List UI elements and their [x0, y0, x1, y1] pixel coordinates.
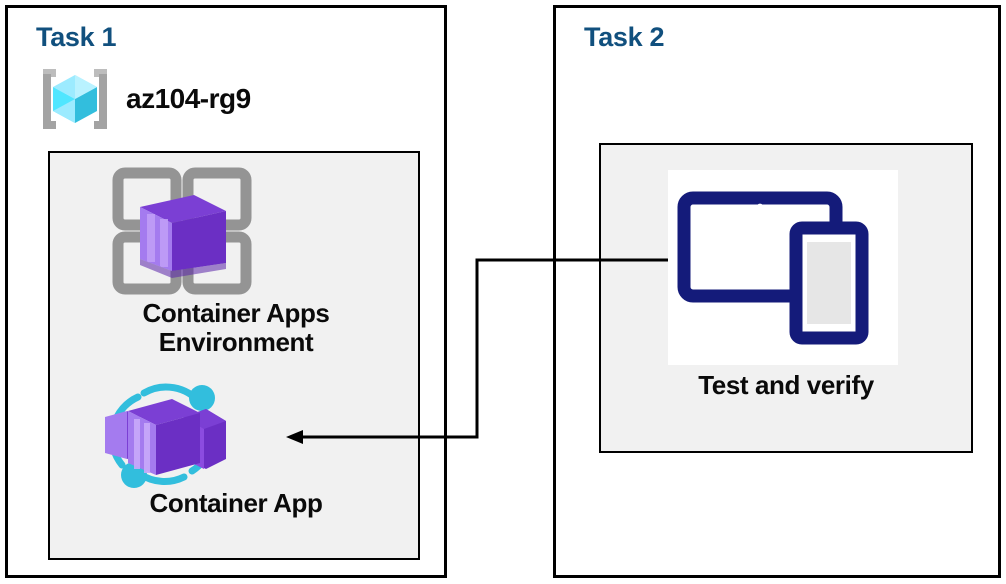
test-and-verify-label: Test and verify — [698, 370, 874, 400]
task-1-title: Task 1 — [36, 22, 117, 52]
resource-group-name: az104-rg9 — [126, 83, 251, 114]
container-apps-environment-icon — [92, 161, 380, 299]
container-app-figure: Container App — [92, 371, 380, 518]
devices-icon — [668, 170, 898, 365]
container-apps-environment-figure: Container Apps Environment — [92, 161, 380, 357]
container-app-icon — [92, 371, 380, 489]
task-1-content-box: Container Apps Environment — [48, 151, 420, 560]
task-2-title: Task 2 — [584, 22, 665, 52]
task-1-panel: Task 1 — [5, 5, 447, 578]
resource-group-row: az104-rg9 — [38, 66, 251, 132]
container-apps-environment-label: Container Apps Environment — [142, 298, 330, 358]
container-app-label: Container App — [149, 488, 323, 518]
resource-group-icon — [38, 66, 112, 132]
devices-icon-plate — [668, 170, 898, 365]
